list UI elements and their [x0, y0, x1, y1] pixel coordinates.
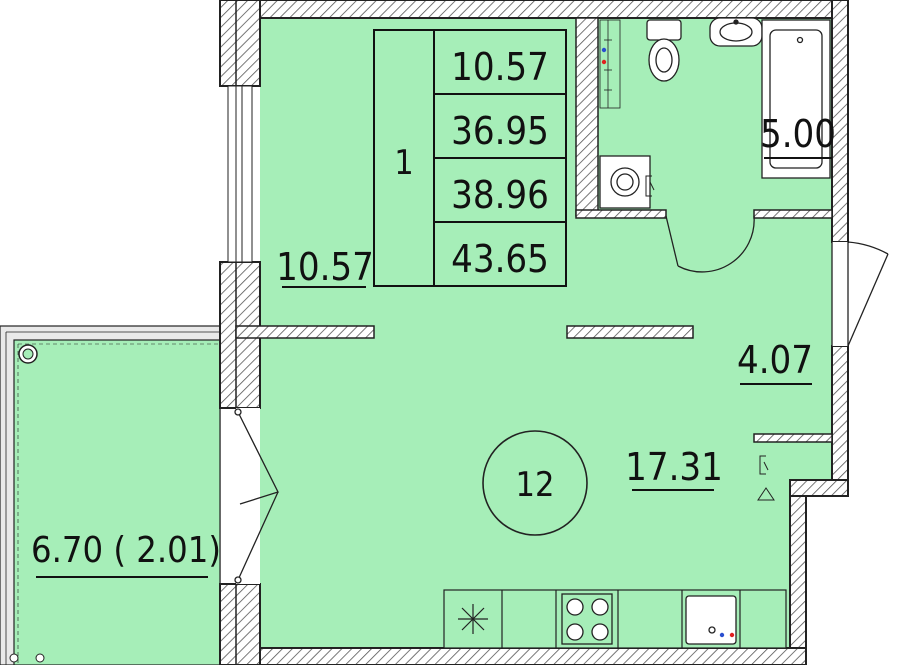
kitchen-area-label: 10.57 [276, 245, 374, 289]
walls [219, 0, 849, 665]
wall-right-step [789, 479, 849, 497]
wall-left-a [219, 0, 261, 87]
balcony-area-label: 6.70 ( 2.01) [31, 530, 221, 571]
electric-panel-hall-icon [759, 455, 769, 475]
drain-icon [18, 344, 38, 364]
washing-machine-icon [599, 155, 651, 209]
four-burner-stove-icon [561, 593, 613, 645]
entrance-door [831, 241, 889, 347]
partition-left-stub [235, 325, 375, 339]
partition-bath-bottom-left [575, 209, 667, 219]
ventilation-triangle-icon [757, 487, 775, 501]
wall-right-lower [789, 495, 807, 665]
partitions [235, 17, 833, 443]
partition-mid-stub [566, 325, 694, 339]
kitchen-sink-icon [685, 595, 737, 645]
hallway-area-label: 4.07 [737, 338, 813, 382]
summary-kitchen-area: 10.57 [451, 45, 549, 89]
floor-marker-number: 12 [516, 465, 555, 505]
wall-right-mid [831, 345, 849, 497]
wall-left-c [219, 583, 261, 665]
toilet-icon [646, 19, 682, 82]
summary-table [373, 29, 567, 287]
balcony-door [234, 408, 279, 584]
balcony-bottom-marks [9, 653, 45, 663]
summary-living-area: 36.95 [451, 109, 549, 153]
summary-room-count: 1 [394, 143, 413, 183]
bathroom-door [665, 215, 755, 273]
living-area-label: 17.31 [625, 445, 723, 489]
cross-star-icon [458, 604, 488, 634]
partition-bath-bottom-right [753, 209, 833, 219]
bathtub-icon [761, 19, 831, 179]
balcony-frame [0, 325, 221, 665]
summary-total-area: 38.96 [451, 173, 549, 217]
summary-area-with-balcony: 43.65 [451, 237, 549, 281]
bathroom-area-label: 5.00 [760, 112, 836, 156]
wall-top [235, 0, 849, 19]
electric-panel-icon [645, 175, 655, 197]
floor-marker: 12 [482, 430, 588, 536]
riser-icon [599, 19, 621, 109]
partition-hall [753, 433, 833, 443]
partition-bath-vertical [575, 17, 599, 217]
window [227, 85, 253, 263]
wall-bottom [235, 647, 807, 665]
washbasin-icon [709, 17, 763, 47]
